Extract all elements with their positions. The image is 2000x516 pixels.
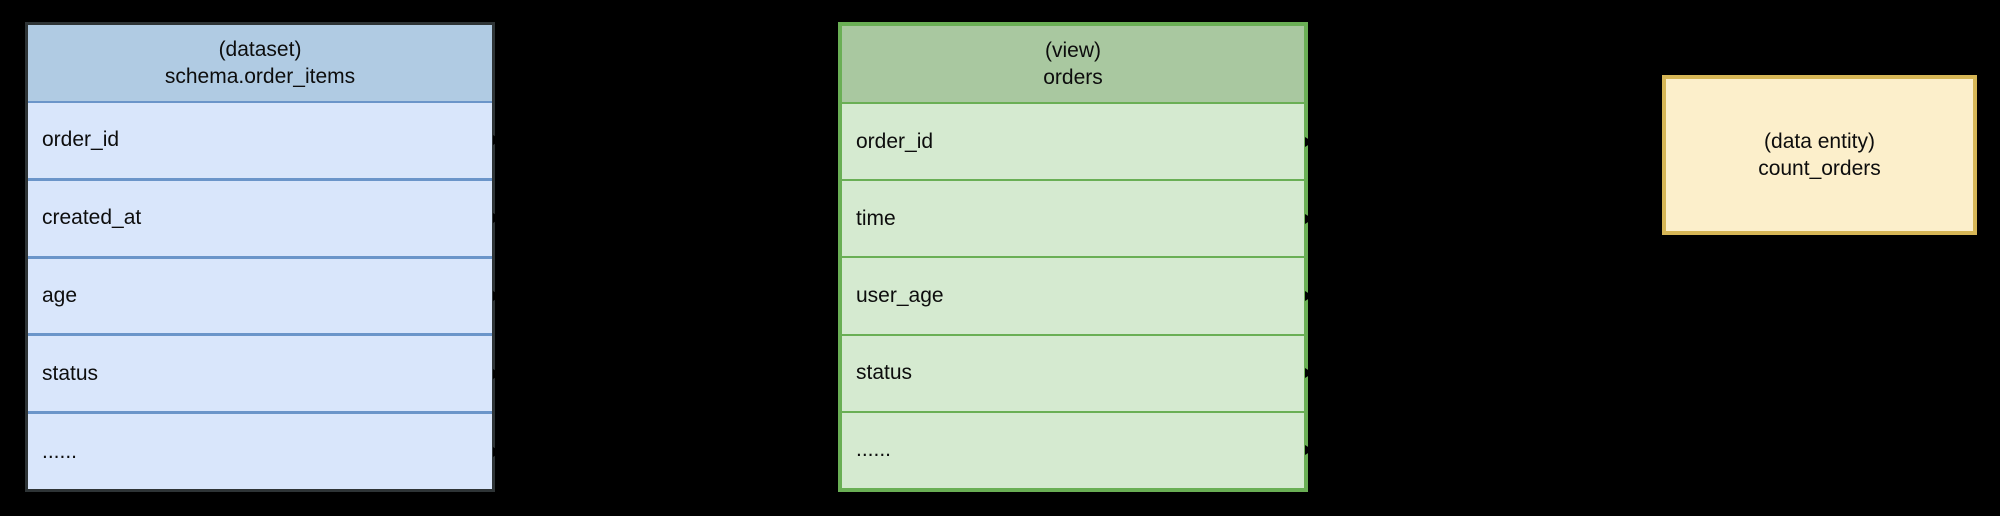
connector-anchor-left-icon [830, 368, 838, 379]
connector-anchor-right-icon [1305, 291, 1313, 301]
connector-anchor-right-icon [1305, 213, 1313, 224]
field-label: time [856, 206, 896, 230]
connector-anchor-left-icon [830, 445, 838, 456]
connector-anchor-right-icon [493, 213, 501, 224]
entity-dataset-order-items[interactable]: (dataset) schema.order_items order_id cr… [25, 22, 501, 492]
entity-view-name: orders [1043, 66, 1103, 89]
field-label: created_at [42, 206, 142, 230]
field-row-view-status[interactable]: status [830, 335, 1313, 413]
field-row-view-order-id[interactable]: order_id [830, 104, 1313, 182]
field-row-view-ellipsis[interactable]: ...... [830, 412, 1313, 489]
entity-view-header: (view) orders [842, 26, 1304, 104]
field-row-view-user-age[interactable]: user_age [830, 258, 1313, 336]
field-label: age [42, 283, 78, 307]
connector-anchor-right-icon [493, 135, 501, 146]
connector-anchor-right-icon [493, 368, 501, 379]
field-row-view-time[interactable]: time [830, 181, 1313, 259]
connector-anchor-left-icon [1651, 100, 1660, 110]
field-label: status [42, 361, 99, 385]
entity-dataset-kind-label: (dataset) [218, 37, 302, 61]
field-row-dataset-ellipsis[interactable]: ...... [28, 414, 501, 489]
field-row-dataset-order-id[interactable]: order_id [28, 103, 501, 181]
field-label: status [856, 361, 913, 385]
connector-anchor-left-icon [830, 291, 838, 301]
entity-data-entity-header: (data entity) count_orders [1666, 79, 1973, 231]
connector-anchor-right-icon [1305, 136, 1313, 147]
connector-anchor-right-icon [493, 446, 501, 457]
field-label: ...... [856, 438, 892, 462]
entity-view-orders[interactable]: (view) orders order_id time user_age sta… [830, 22, 1313, 492]
connector-anchor-left-icon [830, 213, 838, 224]
entity-dataset-header: (dataset) schema.order_items [28, 25, 492, 103]
field-row-dataset-status[interactable]: status [28, 336, 501, 415]
field-row-dataset-created-at[interactable]: created_at [28, 180, 501, 259]
connector-anchor-left-icon [830, 136, 838, 147]
field-label: order_id [856, 129, 934, 153]
entity-data-entity-name: count_orders [1758, 157, 1881, 180]
field-row-dataset-age[interactable]: age [28, 258, 501, 337]
connector-anchor-right-icon [1305, 445, 1313, 456]
field-label: user_age [856, 284, 944, 307]
connector-anchor-right-icon [493, 290, 501, 301]
entity-view-kind-label: (view) [1045, 38, 1101, 62]
connector-anchor-left-icon [1651, 145, 1660, 155]
entity-dataset-name: schema.order_items [164, 65, 356, 88]
field-label: order_id [42, 128, 120, 152]
entity-data-entity-kind-label: (data entity) [1764, 129, 1875, 153]
field-label: ...... [42, 439, 78, 463]
connector-anchor-right-icon [1305, 368, 1313, 379]
entity-data-entity-count-orders[interactable]: (data entity) count_orders [1662, 75, 1977, 235]
